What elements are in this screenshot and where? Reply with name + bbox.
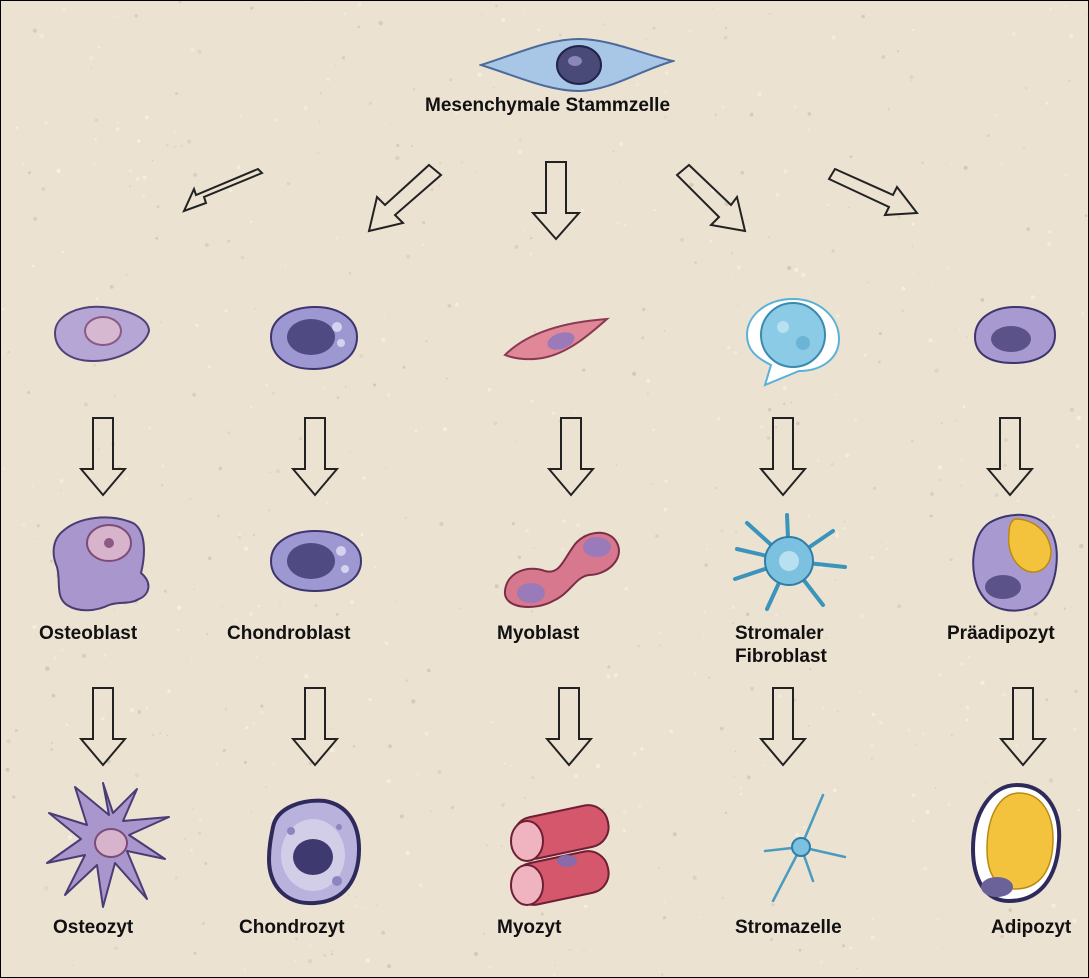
- myocyte-label: Myozyt: [497, 917, 561, 939]
- arrow-myo-1: [547, 417, 595, 497]
- arrow-chondro-2: [291, 687, 339, 767]
- preadipocyte-label: Präadipozyt: [947, 623, 1055, 645]
- osteocyte-label: Osteozyt: [53, 917, 133, 939]
- adipocyte-label: Adipozyt: [991, 917, 1071, 939]
- chondroblast-label: Chondroblast: [227, 623, 351, 645]
- arrow-chondro-1: [291, 417, 339, 497]
- arrow-osteo-1: [79, 417, 127, 497]
- osteoblast-label: Osteoblast: [39, 623, 137, 645]
- arrow-to-stroma-lineage: [675, 161, 750, 236]
- chondrocyte-label: Chondrozyt: [239, 917, 345, 939]
- preadipocyte-cell-icon: [969, 509, 1061, 615]
- chondrocyte-cell-icon: [263, 797, 363, 909]
- stromal-fibroblast-label-line1: Stromaler: [735, 623, 824, 645]
- osteocyte-cell-icon: [41, 779, 177, 913]
- arrow-stroma-1: [759, 417, 807, 497]
- myoblast-cell-icon: [497, 521, 625, 611]
- arrow-to-adipo-lineage: [827, 165, 919, 225]
- stroma-progenitor-cell-icon: [743, 295, 843, 389]
- stromal-fibroblast-label-line2: Fibroblast: [735, 646, 827, 668]
- mesenchymal-stem-cell-icon: [479, 31, 675, 97]
- arrow-stroma-2: [759, 687, 807, 767]
- arrow-to-myo-lineage: [531, 161, 581, 241]
- myocyte-cell-icon: [497, 791, 617, 911]
- myoblast-label: Myoblast: [497, 623, 579, 645]
- chondroblast-cell-icon: [265, 527, 365, 595]
- stem-cell-label: Mesenchymale Stammzelle: [425, 95, 670, 117]
- chondro-progenitor-cell-icon: [265, 303, 361, 373]
- stromal-fibroblast-cell-icon: [727, 509, 851, 613]
- arrow-adipo-2: [999, 687, 1047, 767]
- arrow-to-chondro-lineage: [363, 161, 443, 236]
- arrow-osteo-2: [79, 687, 127, 767]
- stromal-cell-label: Stromazelle: [735, 917, 842, 939]
- myo-progenitor-cell-icon: [501, 315, 611, 363]
- osteoblast-cell-icon: [49, 511, 159, 615]
- arrow-to-osteo-lineage: [176, 161, 271, 226]
- adipo-progenitor-cell-icon: [969, 303, 1059, 367]
- osteo-progenitor-cell-icon: [49, 303, 153, 365]
- arrow-myo-2: [545, 687, 593, 767]
- stromal-cell-icon: [761, 791, 847, 903]
- adipocyte-cell-icon: [969, 779, 1065, 907]
- arrow-adipo-1: [986, 417, 1034, 497]
